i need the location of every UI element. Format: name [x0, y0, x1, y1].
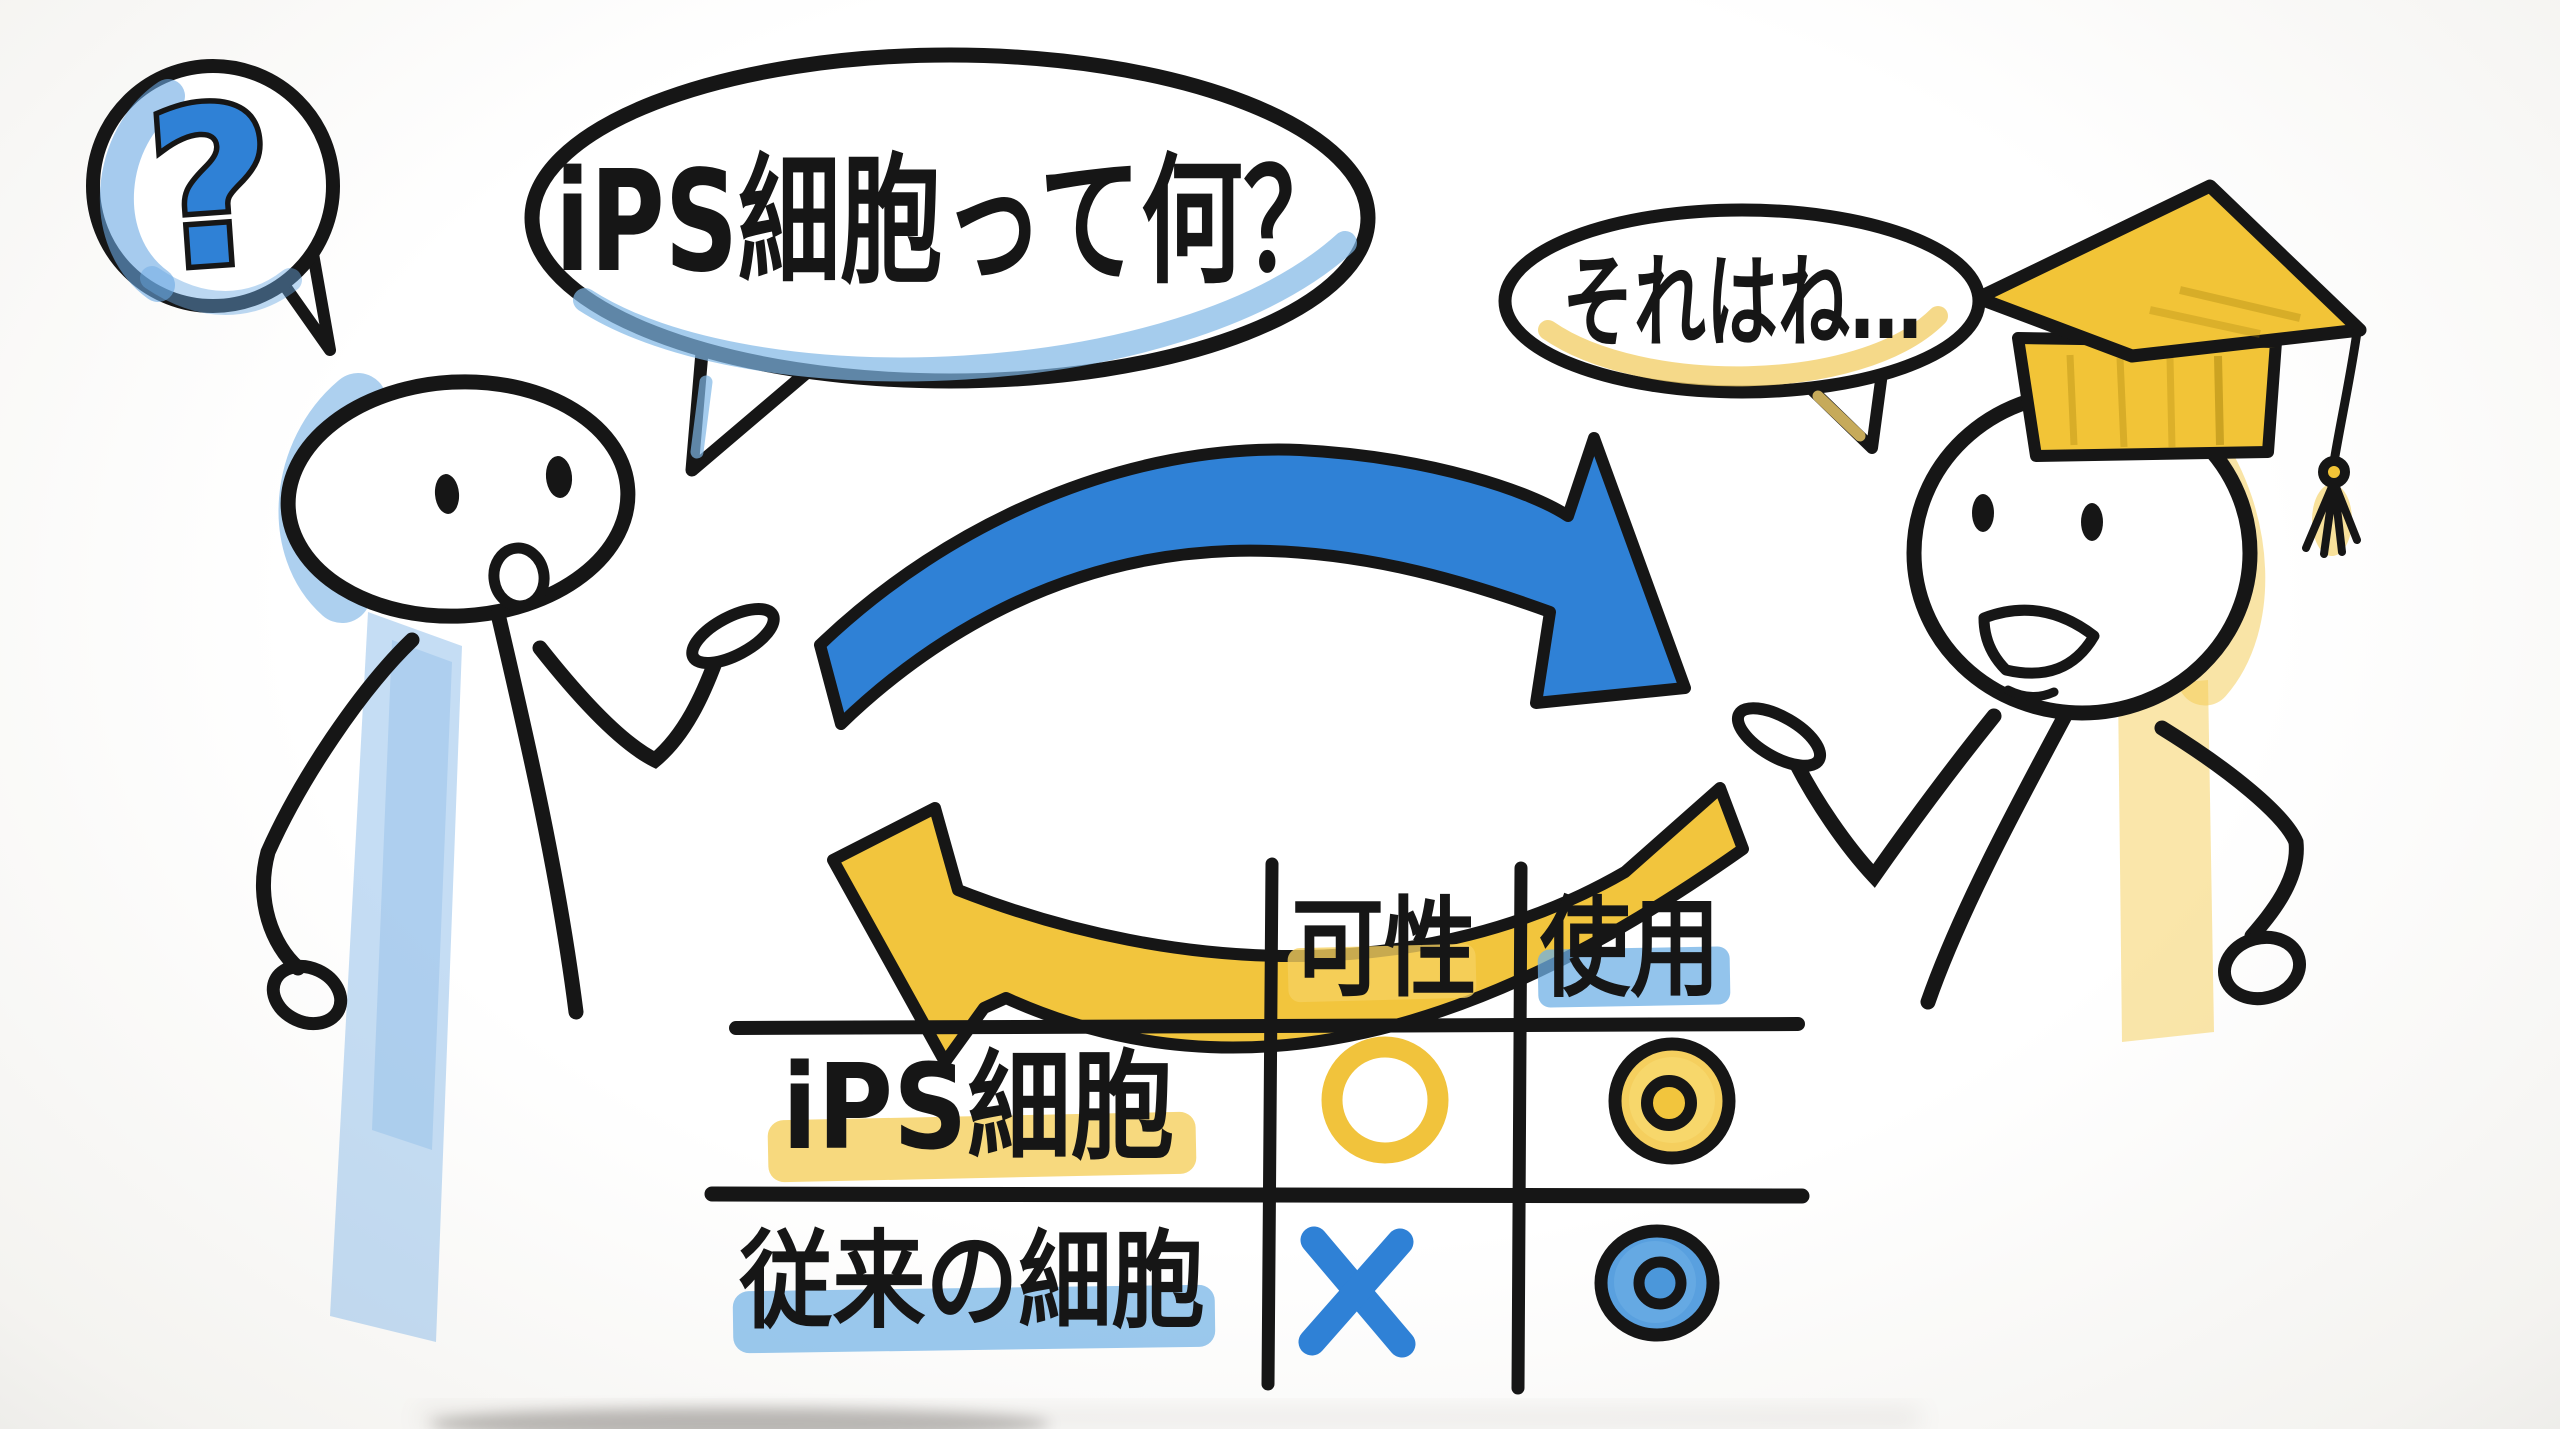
right-figure-hand-loop [2217, 930, 2307, 1006]
right-figure-mouth-smile [1978, 604, 2100, 679]
question-mark-symbol: ? [141, 59, 283, 318]
table-row-label-ips: iPS細胞 [782, 1038, 1174, 1176]
paper-smudge [420, 1408, 1920, 1429]
highlight-yellow-row [767, 1111, 1197, 1183]
main-question-bubble: iPS細胞って何？ [524, 47, 1376, 477]
answer-text: それはね… [1562, 244, 1922, 363]
yellow-arrow-left-icon [827, 782, 1749, 1068]
main-bubble-tail-shading [690, 375, 713, 459]
tassel-fringe [2302, 478, 2361, 558]
question-bubble-shading [99, 79, 185, 302]
yellow-cell-icon [1608, 1037, 1736, 1165]
blue-arrow-right-icon [814, 432, 1691, 730]
highlight-blue-header [1537, 946, 1731, 1008]
cap-mortarboard [1971, 179, 2367, 363]
right-figure-eye-left [1972, 494, 1994, 532]
right-figure-chin-line [2003, 685, 2059, 701]
yellow-cell-nucleus [1641, 1075, 1697, 1131]
tassel-cord [2329, 327, 2362, 467]
left-figure-eye-right [545, 456, 573, 498]
curious-person-figure [256, 373, 780, 1342]
x-stroke-2 [1298, 1228, 1414, 1356]
graduate-figure [1731, 179, 2367, 1042]
left-figure-arm-hip [256, 632, 420, 976]
cap-hatch [2149, 306, 2261, 338]
cap-band-hatch [2214, 355, 2224, 446]
body-shading-yellow [2118, 680, 2214, 1042]
table-hline-mid [704, 1186, 1810, 1204]
table-vline-2 [1511, 861, 1528, 1395]
table-vline-1 [1261, 857, 1279, 1391]
left-figure-body [490, 606, 584, 1020]
main-bubble-shading [573, 231, 1357, 382]
cap-band-hatch [2166, 357, 2176, 448]
left-figure-mouth-open [488, 542, 550, 612]
right-figure-body [1920, 706, 2074, 1010]
highlight-blue-row [732, 1284, 1216, 1354]
main-question-text: iPS細胞って何？ [555, 141, 1345, 304]
smudge-dark [430, 1408, 1050, 1429]
blue-cell-icon [1594, 1224, 1720, 1342]
answer-bubble-outline [1498, 203, 1986, 399]
left-figure-eye-left [434, 474, 460, 514]
cap-band-hatch [2066, 354, 2078, 446]
cap-hatch [2179, 286, 2301, 322]
question-bubble: ? [86, 53, 340, 356]
blue-cell-nucleus [1633, 1256, 1687, 1310]
table-header-usage: 使用 [1540, 887, 1720, 1012]
question-bubble-shading-2 [140, 266, 302, 315]
right-figure-arm-hip [2154, 720, 2304, 944]
table-row-label-conventional: 従来の細胞 [739, 1220, 1205, 1343]
answer-bubble: それはね… [1498, 203, 1986, 454]
comparison-table: 可性 使用 iPS細胞 従来の細胞 [704, 857, 1810, 1395]
table-grid [704, 857, 1810, 1395]
highlight-yellow-header [1287, 943, 1477, 1003]
left-figure-palm [686, 603, 780, 669]
right-figure-arm-gesture [1789, 708, 2002, 888]
body-shading-blue [330, 612, 462, 1342]
answer-bubble-shading [1538, 306, 1948, 387]
right-figure-eye-right [2081, 503, 2103, 541]
impossible-x-marker [1298, 1226, 1416, 1358]
answer-bubble-tail-shading [1812, 390, 1866, 442]
table-header-possibility: 可性 [1292, 887, 1477, 1012]
cap-band-hatch [2116, 357, 2128, 448]
graduation-cap-icon [1971, 179, 2367, 558]
cycle-arrows [814, 432, 1749, 1068]
main-bubble-outline [524, 47, 1376, 389]
left-figure-hand-loop [266, 959, 348, 1031]
left-figure-arm-raised [532, 640, 724, 769]
right-figure-palm [1731, 702, 1827, 772]
body-shading-blue-2 [372, 640, 452, 1150]
possible-circle-marker [1321, 1036, 1449, 1164]
